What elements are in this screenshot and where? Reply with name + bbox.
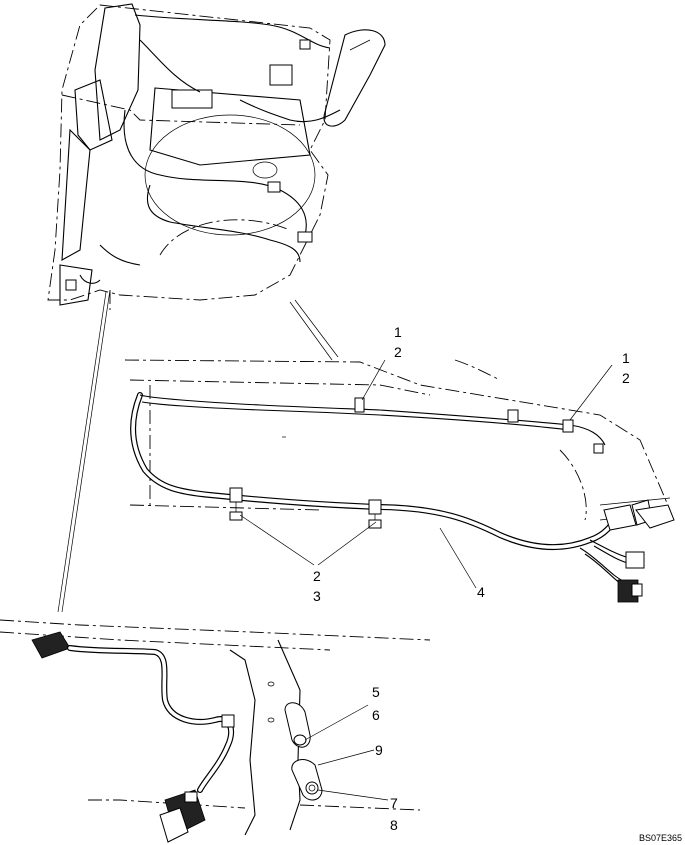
- callout-1-upper-right: 1: [622, 350, 630, 366]
- leader-lines: [239, 359, 613, 801]
- floor-harness-view: [124, 359, 675, 603]
- connector-icon: [603, 499, 675, 603]
- callout-2-clips: 2: [313, 568, 321, 584]
- callout-8: 8: [390, 817, 398, 833]
- callout-4-harness: 4: [477, 584, 485, 600]
- callout-1-upper-left: 1: [394, 324, 402, 340]
- callout-5: 5: [372, 684, 380, 700]
- clip-icon: [229, 397, 604, 529]
- reference-code: BS07E365: [639, 833, 682, 843]
- callout-2-upper-left: 2: [394, 344, 402, 360]
- cab-overview-view: [47, 3, 386, 613]
- callout-9: 9: [375, 742, 383, 758]
- lower-harness-view: [0, 619, 431, 843]
- callout-7: 7: [390, 795, 398, 811]
- callout-3-clips: 3: [313, 588, 321, 604]
- callout-2-upper-right: 2: [622, 370, 630, 386]
- callout-6: 6: [372, 707, 380, 723]
